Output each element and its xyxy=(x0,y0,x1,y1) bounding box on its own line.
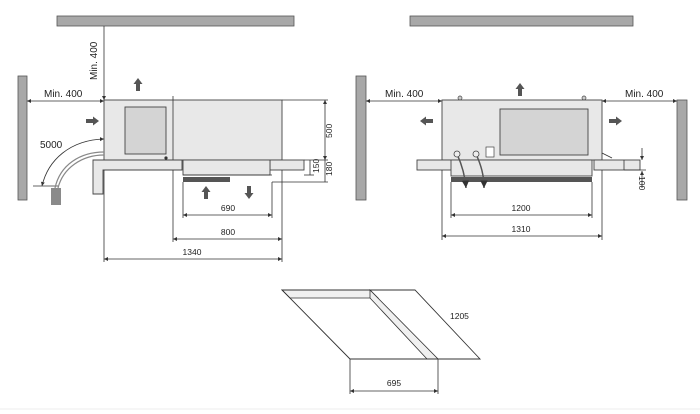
airflow-down-icon xyxy=(244,186,254,199)
airflow-right-icon xyxy=(86,116,99,126)
dim-1200: 1200 xyxy=(512,203,531,213)
dim-500: 500 xyxy=(324,124,334,138)
dim-800: 800 xyxy=(221,227,235,237)
dim-1205: 1205 xyxy=(450,311,469,321)
clearance-left-label: Min. 400 xyxy=(385,89,424,100)
ceiling-cutout-view: 1205 695 xyxy=(280,289,482,394)
clearance-side-label: Min. 400 xyxy=(44,89,83,100)
airflow-up-icon xyxy=(201,186,211,199)
dim-180: 180 xyxy=(324,162,334,176)
airflow-up-icon xyxy=(515,83,525,96)
dim-1310: 1310 xyxy=(512,224,531,234)
hose-length-label: 5000 xyxy=(40,140,63,151)
clearance-right-label: Min. 400 xyxy=(625,89,664,100)
dim-695: 695 xyxy=(387,378,401,388)
unit-window xyxy=(499,108,589,156)
ceiling xyxy=(409,15,634,27)
clearance-top-label: Min. 400 xyxy=(89,41,100,80)
airflow-left-icon xyxy=(420,116,433,126)
ceiling xyxy=(56,15,295,27)
wall-right xyxy=(676,99,688,201)
dim-100: 100 xyxy=(637,176,647,190)
airflow-up-icon xyxy=(133,78,143,91)
drain xyxy=(51,188,61,205)
wall-left xyxy=(355,75,367,201)
wall-left xyxy=(17,75,28,201)
dim-690: 690 xyxy=(221,203,235,213)
dim-1340: 1340 xyxy=(183,247,202,257)
airflow-right-icon xyxy=(609,116,622,126)
dim-150: 150 xyxy=(311,159,321,173)
unit-window xyxy=(124,106,167,155)
side-view: Min. 400 Min. 400 5000 500 150 180 690 8… xyxy=(17,15,334,262)
shelf-left xyxy=(92,159,183,195)
front-view: Min. 400 Min. 400 100 1200 1310 xyxy=(355,15,688,240)
